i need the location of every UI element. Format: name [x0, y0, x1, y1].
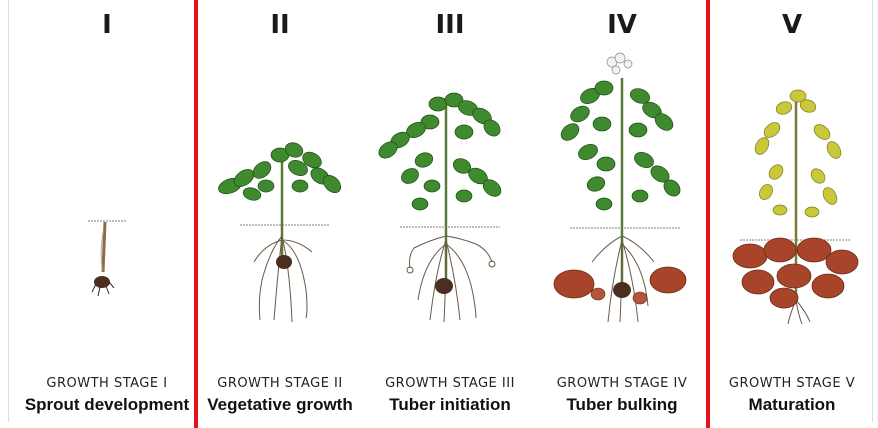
stage-2-label: GROWTH STAGE II — [200, 376, 360, 391]
stage-5-name: Maturation — [710, 395, 874, 415]
tuber-initiation-plant-illustration — [360, 0, 540, 370]
stage-1-label: GROWTH STAGE I — [14, 376, 200, 391]
stage-4-name: Tuber bulking — [540, 395, 704, 415]
stage-4: IV — [540, 0, 704, 422]
left-edge-line — [8, 0, 9, 422]
stage-3-label: GROWTH STAGE III — [360, 376, 540, 391]
stage-2-name: Vegetative growth — [200, 395, 360, 415]
stage-1: I GROWTH STAGE I Sprout development — [14, 0, 200, 422]
stage-2: II GROWTH STAGE II Vegetative — [200, 0, 360, 422]
stage-1-name: Sprout development — [14, 395, 200, 415]
sprout-plant-illustration — [14, 0, 200, 370]
tuber-bulking-plant-illustration — [540, 0, 704, 370]
stage-5: V — [710, 0, 874, 422]
stage-3: III — [360, 0, 540, 422]
stage-5-label: GROWTH STAGE V — [710, 376, 874, 391]
stage-4-label: GROWTH STAGE IV — [540, 376, 704, 391]
maturation-plant-illustration — [710, 0, 874, 370]
stage-3-name: Tuber initiation — [360, 395, 540, 415]
vegetative-plant-illustration — [200, 0, 360, 370]
